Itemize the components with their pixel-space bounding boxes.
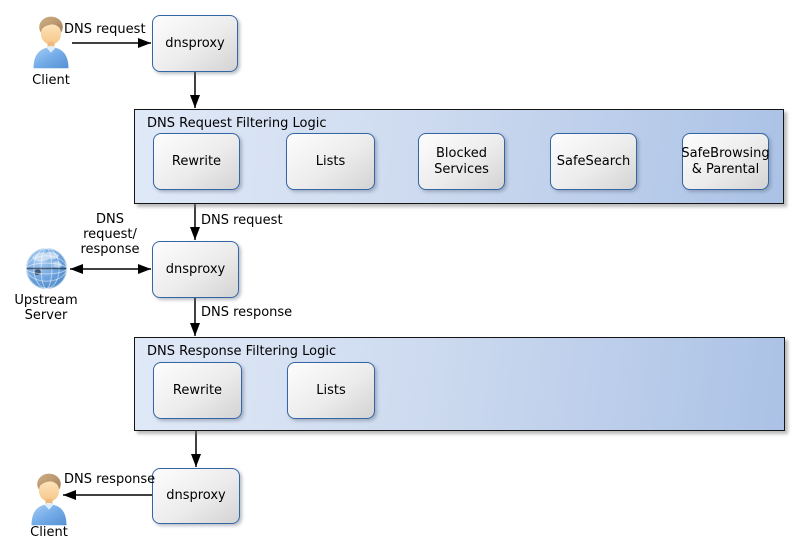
filter-box-label: Lists [316,382,346,398]
edge-label-dns-response-bottom: DNS response [64,472,156,487]
filter-box-label: Rewrite [171,153,222,169]
node-label: dnsproxy [165,261,226,277]
upstream-server-label: Upstream Server [14,293,78,323]
filter-box-safesearch: SafeSearch [550,133,637,190]
request-filtering-title: DNS Request Filtering Logic [147,116,327,131]
response-filtering-container: DNS Response Filtering Logic [134,337,785,431]
filter-box-safebrowsing-parental: SafeBrowsing & Parental [681,133,770,190]
filter-box-label: Blocked Services [434,145,489,177]
edge-label-dns-request-top: DNS request [64,22,146,37]
response-filtering-title: DNS Response Filtering Logic [147,344,337,359]
node-dnsproxy-2: dnsproxy [152,241,239,298]
edge-label-dns-response-mid: DNS response [201,305,293,320]
filter-box-lists-request: Lists [286,133,375,190]
filter-box-rewrite-response: Rewrite [153,362,242,419]
client-top-label: Client [32,73,70,88]
filter-box-label: Lists [315,153,346,169]
client-bottom-label: Client [30,525,68,540]
filter-box-label: SafeSearch [556,153,631,169]
filter-box-label: Rewrite [172,382,223,398]
node-label: dnsproxy [166,488,226,503]
filter-box-rewrite-request: Rewrite [153,133,240,190]
filter-box-blocked-services: Blocked Services [418,133,505,190]
node-label: dnsproxy [165,35,225,51]
globe-icon [25,247,68,290]
edge-label-dns-request-mid: DNS request [201,213,283,228]
filter-box-label: SafeBrowsing & Parental [681,145,770,177]
node-dnsproxy-3: dnsproxy [152,468,240,524]
node-dnsproxy-1: dnsproxy [152,15,238,72]
edge-label-dns-request-response: DNS request/ response [80,212,140,257]
filter-box-lists-response: Lists [287,362,375,419]
